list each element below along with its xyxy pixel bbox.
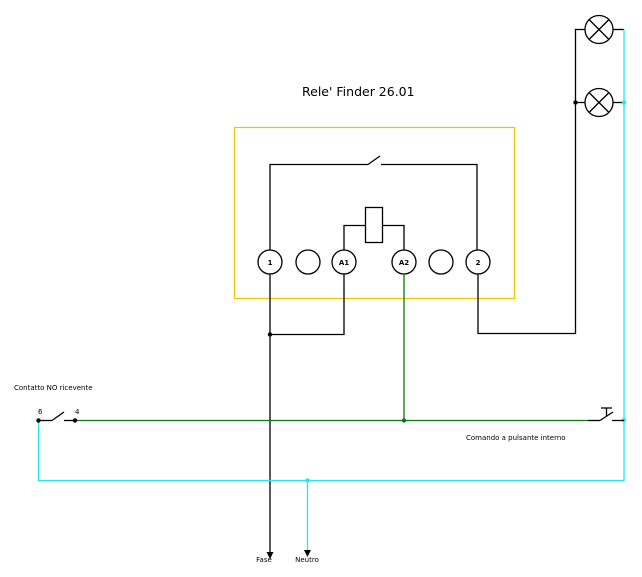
pin-label-6: 6 (38, 408, 43, 416)
control-wire (75, 274, 588, 423)
relay-internal-contact (269, 155, 478, 250)
terminal-label: 2 (476, 259, 481, 267)
terminal-empty (428, 249, 454, 275)
junction-dot (267, 332, 273, 337)
junction-dot (305, 478, 310, 483)
junction-dot (573, 100, 578, 105)
relay-coil (343, 206, 405, 250)
terminal-empty (295, 249, 321, 275)
lamp-icon (584, 14, 614, 45)
lamp-feed-wire (477, 28, 624, 335)
pushbutton-icon (588, 407, 624, 422)
terminal-label: A1 (339, 259, 349, 267)
no-contact-switch: 6 4 (36, 408, 80, 423)
terminal-label: A2 (399, 259, 409, 267)
terminal-a1: A1 (331, 249, 357, 275)
junction-dot (401, 418, 407, 423)
neutral-wire (37, 29, 627, 557)
pin-label-4: 4 (75, 408, 80, 416)
junction-dot (621, 100, 627, 105)
terminal-1: 1 (257, 249, 283, 275)
neutral-label: Neutro (295, 556, 319, 564)
no-contact-label: Contatto NO ricevente (14, 384, 93, 392)
terminal-label: 1 (268, 259, 273, 267)
pushbutton-label: Comando a pulsante interno (466, 434, 566, 442)
terminal-2: 2 (465, 249, 491, 275)
diagram-title: Rele' Finder 26.01 (302, 84, 415, 99)
terminal-a2: A2 (391, 249, 417, 275)
phase-arrow-icon (266, 552, 274, 559)
lamp-icon (584, 87, 614, 118)
phase-wire (266, 274, 345, 559)
phase-label: Fase (256, 556, 272, 564)
relay-enclosure (233, 126, 516, 300)
neutral-arrow-icon (304, 550, 311, 557)
